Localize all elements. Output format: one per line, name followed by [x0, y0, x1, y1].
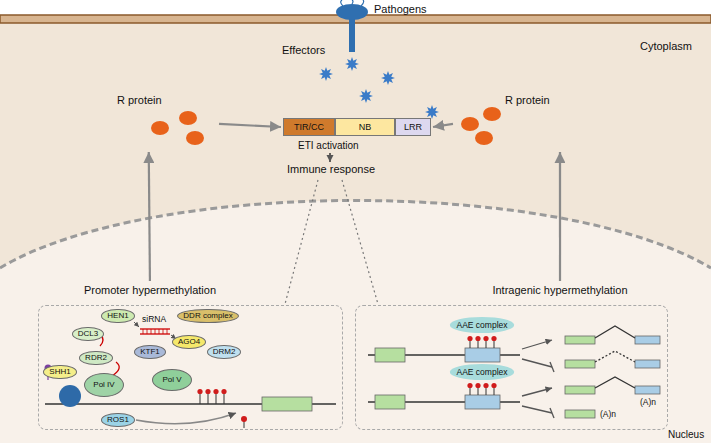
protein-group: R protein — [455, 92, 570, 150]
panel-heading: Intragenic hypermethylation — [492, 284, 627, 297]
protein-name: AAE complex — [456, 367, 507, 377]
pathway-panel: Promoter hypermethylationSHH1Pol IV RDR2 D… — [38, 282, 343, 430]
protein-name: Pol IV — [93, 380, 114, 390]
protein-name: DDR complex — [183, 311, 232, 321]
splicing-illustration — [368, 326, 660, 418]
rddm-illustration — [45, 322, 337, 428]
protein-name: SHH1 — [49, 367, 70, 377]
protein-ellipse: AAE complex — [450, 317, 513, 332]
connector-arrow — [219, 124, 281, 127]
text-label: Immune response — [287, 163, 375, 175]
protein-name: NB — [359, 122, 372, 133]
text-label: (A)n — [640, 397, 656, 407]
pathway-panel: Intragenic hypermethylationAAE complexAA… — [355, 282, 668, 430]
protein-name: Pol V — [162, 375, 181, 385]
protein-ellipse: Pol IV — [84, 373, 124, 397]
text-label: ETI activation — [298, 140, 359, 151]
protein-label: R protein — [117, 94, 162, 107]
protein-ellipse: Pol V — [152, 369, 192, 391]
connector-arrow — [149, 152, 150, 281]
protein-name: RDR2 — [85, 353, 107, 363]
protein-ellipse: AGO4 — [172, 335, 206, 350]
protein-ellipse: AAE complex — [450, 364, 513, 379]
protein-ellipse: DDR complex — [177, 309, 238, 324]
connector-arrow — [433, 124, 453, 127]
protein-name: ROS1 — [107, 415, 129, 425]
protein-ellipse: KTF1 — [134, 345, 166, 360]
text-label: siRNA — [142, 314, 166, 324]
panel-heading: Promoter hypermethylation — [84, 284, 216, 297]
text-label: Effectors — [282, 44, 325, 56]
text-label: Nucleus — [668, 429, 704, 440]
protein-name: DRM2 — [213, 347, 236, 357]
protein-name: HEN1 — [107, 311, 128, 321]
protein-name: AAE complex — [456, 320, 507, 330]
protein-name: KTF1 — [140, 347, 160, 357]
dashed-frame — [38, 305, 343, 430]
protein-name: DCL3 — [78, 329, 98, 339]
domain-segment: TIR/CC — [283, 118, 335, 136]
text-label: Pathogens — [374, 3, 427, 15]
text-label: Cytoplasm — [640, 40, 692, 52]
text-label: (A)n — [600, 409, 616, 419]
protein-ellipse: ROS1 — [101, 413, 135, 428]
protein-ellipse: DCL3 — [72, 327, 104, 342]
domain-segment: LRR — [395, 118, 431, 136]
protein-ellipse: SHH1 — [43, 365, 76, 380]
protein-group: R protein — [112, 92, 217, 150]
protein-ellipse: DRM2 — [207, 345, 242, 360]
nucleus-region — [0, 201, 711, 443]
protein-name: AGO4 — [178, 337, 200, 347]
cytoplasm — [0, 20, 711, 443]
domain-segment: NB — [335, 118, 395, 136]
protein-ellipse: HEN1 — [101, 309, 134, 324]
protein-name: TIR/CC — [294, 122, 324, 133]
receptor — [336, 0, 368, 52]
protein-name: LRR — [404, 122, 422, 133]
protein-ellipse: RDR2 — [79, 351, 113, 366]
connector-arrow — [559, 152, 561, 281]
dotted-guides — [285, 180, 378, 304]
protein-label: R protein — [505, 94, 550, 107]
eti-arrow — [329, 153, 331, 162]
nuclear-envelope — [0, 201, 711, 269]
r-protein-ovals — [151, 107, 501, 145]
effector-stars — [319, 57, 439, 119]
